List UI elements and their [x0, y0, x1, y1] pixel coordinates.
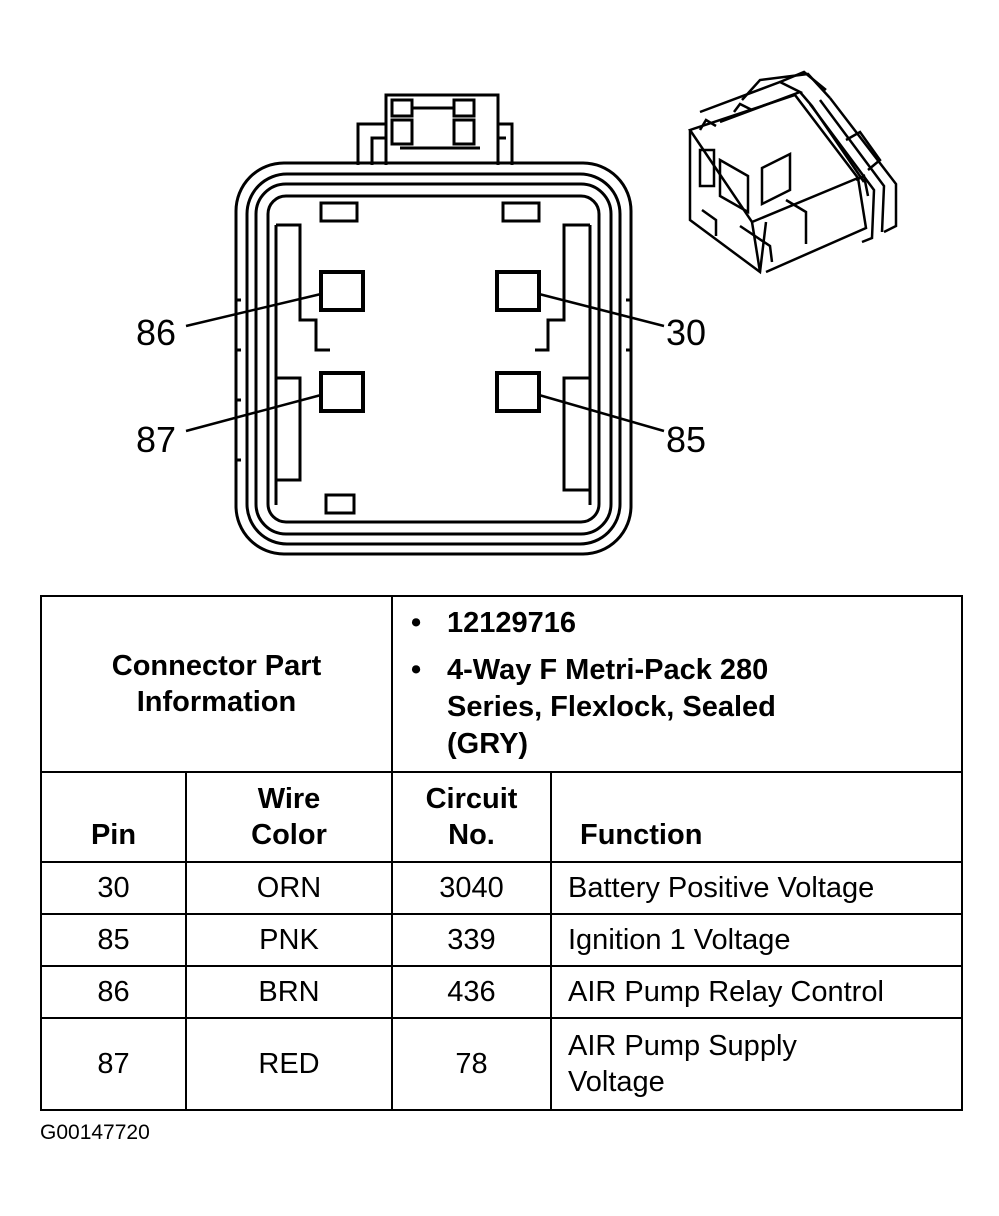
cell-pin: 86	[40, 965, 187, 1019]
header-no-text: No.	[448, 819, 495, 851]
pin-label-87: 87	[136, 419, 176, 460]
connector-body	[234, 161, 633, 556]
connector-info-label: Connector Part Information	[40, 595, 393, 773]
pin-label-85: 85	[666, 419, 706, 460]
cell-pin: 87	[40, 1017, 187, 1111]
table-row: 86 BRN 436 AIR Pump Relay Control	[40, 965, 963, 1019]
connector-info-label-text: Connector Part Information	[111, 650, 322, 718]
connector-diagram: 86 30 87 85	[136, 70, 898, 556]
header-color-text: Color	[251, 819, 327, 851]
cell-wire-color: ORN	[185, 861, 393, 915]
connector-info-details: • 12129716 • 4-Way F Metri-Pack 280 Seri…	[391, 595, 963, 773]
cell-circuit: 78	[391, 1017, 552, 1111]
pin-30-terminal	[495, 270, 541, 312]
cell-pin: 30	[40, 861, 187, 915]
cell-circuit: 339	[391, 913, 552, 967]
table-row: 87 RED 78 AIR Pump Supply Voltage	[40, 1017, 963, 1111]
cell-wire-color: RED	[185, 1017, 393, 1111]
pin-label-30: 30	[666, 312, 706, 353]
connector-info-table: Connector Part Information • 12129716 • …	[40, 595, 963, 1111]
pin-label-86: 86	[136, 312, 176, 353]
leader-line-86	[185, 292, 322, 328]
connector-latch	[356, 93, 514, 165]
table-row: 30 ORN 3040 Battery Positive Voltage	[40, 861, 963, 915]
cell-circuit: 436	[391, 965, 552, 1019]
header-function: Function	[550, 771, 963, 863]
header-wire-color: Wire Color	[185, 771, 393, 863]
leader-line-87	[185, 393, 322, 433]
part-number-item: • 12129716	[411, 605, 961, 642]
bullet-icon: •	[411, 654, 422, 686]
part-description-item: • 4-Way F Metri-Pack 280 Series, Flexloc…	[411, 652, 807, 763]
cell-function: Ignition 1 Voltage	[550, 913, 963, 967]
part-description: 4-Way F Metri-Pack 280 Series, Flexlock,…	[447, 654, 776, 760]
header-circuit-no: Circuit No.	[391, 771, 552, 863]
header-pin: Pin	[40, 771, 187, 863]
header-function-text: Function	[580, 819, 703, 851]
cell-function: Battery Positive Voltage	[550, 861, 963, 915]
cell-wire-color: PNK	[185, 913, 393, 967]
leader-line-85	[538, 393, 665, 433]
header-circuit-text: Circuit	[425, 783, 518, 815]
part-number: 12129716	[447, 607, 577, 639]
pin-85-terminal	[495, 371, 541, 413]
table-row: 85 PNK 339 Ignition 1 Voltage	[40, 913, 963, 967]
leader-line-30	[538, 292, 665, 328]
connector-isometric-view	[688, 70, 898, 275]
cell-circuit: 3040	[391, 861, 552, 915]
bullet-icon: •	[411, 607, 422, 639]
table-header-row: Pin Wire Color Circuit No. Function	[40, 771, 963, 863]
figure-id: G00147720	[40, 1121, 150, 1144]
connector-info-row: Connector Part Information • 12129716 • …	[40, 595, 963, 773]
cell-wire-color: BRN	[185, 965, 393, 1019]
cell-function: AIR Pump Relay Control	[550, 965, 963, 1019]
pin-86-terminal	[319, 270, 365, 312]
header-wire-text: Wire	[257, 783, 321, 815]
cell-pin: 85	[40, 913, 187, 967]
pin-87-terminal	[319, 371, 365, 413]
header-pin-text: Pin	[90, 819, 137, 851]
cell-function: AIR Pump Supply Voltage	[550, 1017, 963, 1111]
